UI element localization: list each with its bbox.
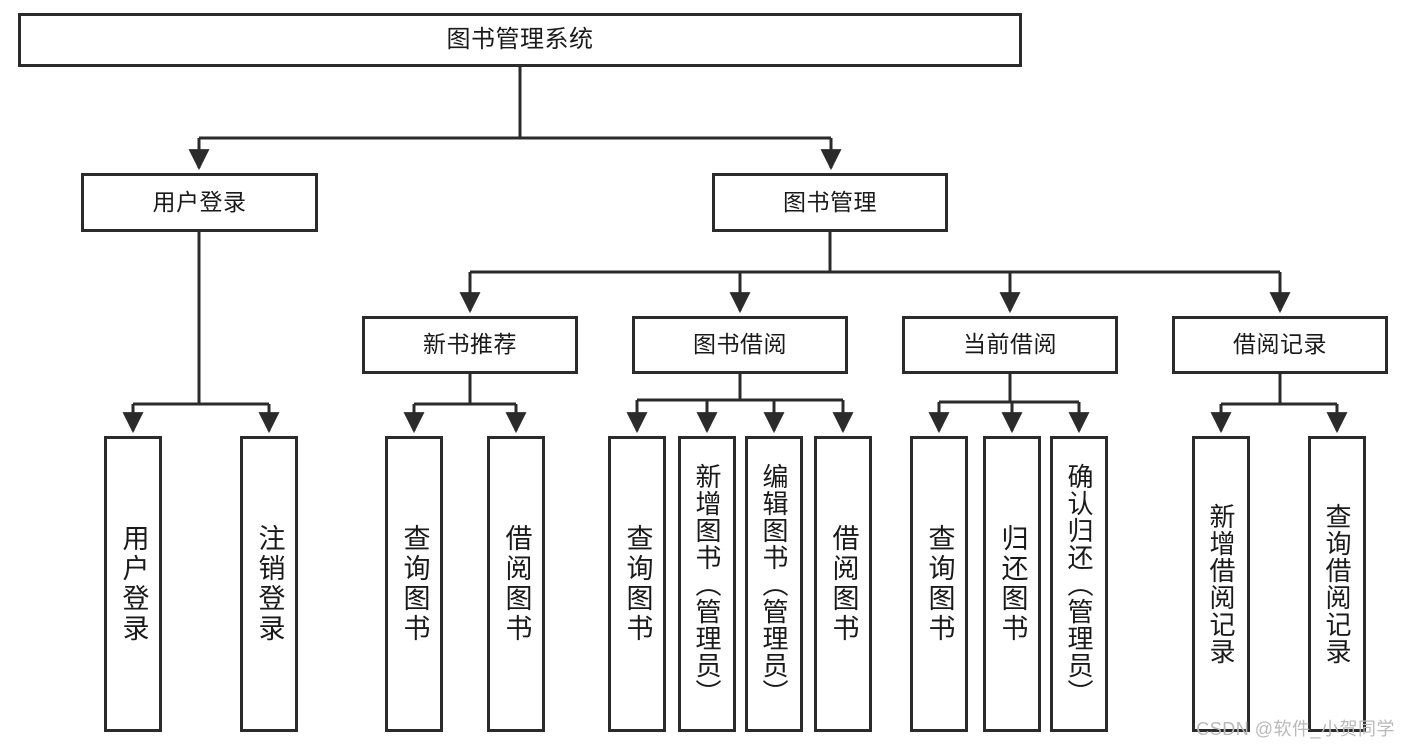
- node-current-borrow-label: 当前借阅: [963, 331, 1057, 358]
- leaf-return-book[interactable]: 归还图书: [983, 436, 1041, 732]
- leaf-query-book-current-label: 查询图书: [924, 524, 955, 644]
- leaf-add-book-admin-label: 新增图书（管理员）: [692, 462, 722, 706]
- leaf-add-book-admin[interactable]: 新增图书（管理员）: [678, 436, 736, 732]
- leaf-edit-book-admin[interactable]: 编辑图书（管理员）: [745, 436, 803, 732]
- node-book-borrow[interactable]: 图书借阅: [632, 316, 848, 374]
- node-borrow-record-label: 借阅记录: [1233, 331, 1327, 358]
- leaf-add-borrow-record[interactable]: 新增借阅记录: [1192, 436, 1250, 732]
- leaf-confirm-return-admin-label: 确认归还（管理员）: [1064, 462, 1094, 706]
- leaf-query-borrow-record[interactable]: 查询借阅记录: [1308, 436, 1366, 732]
- leaf-borrow-book[interactable]: 借阅图书: [814, 436, 872, 732]
- node-root-label: 图书管理系统: [446, 25, 594, 53]
- leaf-query-book-current[interactable]: 查询图书: [910, 436, 968, 732]
- leaf-query-book-borrow-label: 查询图书: [622, 524, 653, 644]
- leaf-query-book-borrow[interactable]: 查询图书: [608, 436, 666, 732]
- node-borrow-record[interactable]: 借阅记录: [1172, 316, 1388, 374]
- node-new-book-recommend-label: 新书推荐: [423, 331, 517, 358]
- leaf-query-book-recommend-label: 查询图书: [399, 524, 430, 644]
- leaf-user-login-label: 用户登录: [118, 524, 149, 644]
- node-book-manage[interactable]: 图书管理: [712, 173, 948, 232]
- node-book-borrow-label: 图书借阅: [693, 331, 787, 358]
- leaf-user-logout-label: 注销登录: [254, 524, 285, 644]
- leaf-borrow-book-label: 借阅图书: [828, 524, 859, 644]
- leaf-return-book-label: 归还图书: [997, 524, 1028, 644]
- leaf-user-login[interactable]: 用户登录: [104, 436, 162, 732]
- leaf-edit-book-admin-label: 编辑图书（管理员）: [759, 462, 789, 706]
- node-user-login-label: 用户登录: [152, 188, 247, 215]
- leaf-borrow-book-recommend-label: 借阅图书: [501, 524, 532, 644]
- node-root[interactable]: 图书管理系统: [18, 13, 1022, 67]
- leaf-query-book-recommend[interactable]: 查询图书: [385, 436, 443, 732]
- node-book-manage-label: 图书管理: [783, 188, 877, 215]
- node-current-borrow[interactable]: 当前借阅: [902, 316, 1118, 374]
- node-new-book-recommend[interactable]: 新书推荐: [362, 316, 578, 374]
- leaf-borrow-book-recommend[interactable]: 借阅图书: [487, 436, 545, 732]
- leaf-add-borrow-record-label: 新增借阅记录: [1206, 503, 1236, 665]
- leaf-query-borrow-record-label: 查询借阅记录: [1322, 503, 1352, 665]
- watermark: CSDN @软件_小贺同学: [1196, 719, 1395, 739]
- leaf-confirm-return-admin[interactable]: 确认归还（管理员）: [1050, 436, 1108, 732]
- leaf-user-logout[interactable]: 注销登录: [240, 436, 298, 732]
- node-user-login[interactable]: 用户登录: [81, 173, 318, 232]
